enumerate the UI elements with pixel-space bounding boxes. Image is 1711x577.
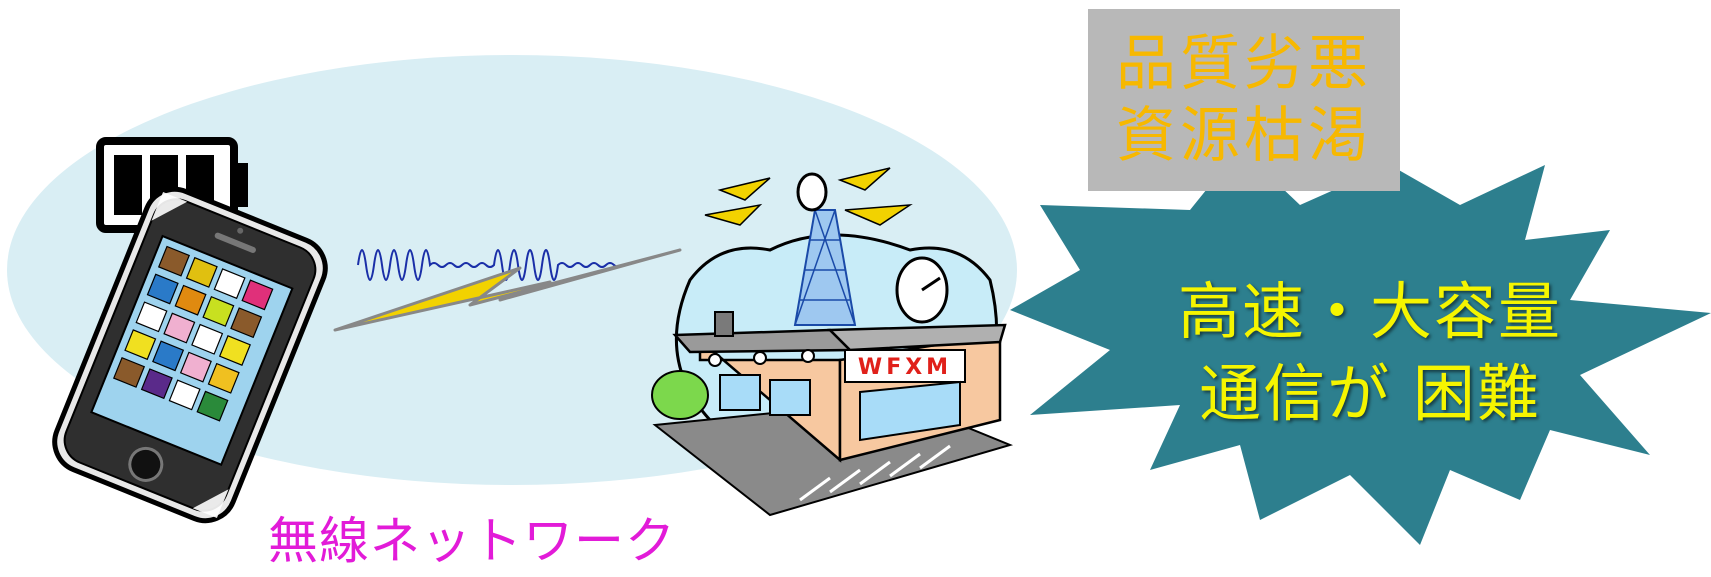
network-label: 無線ネットワーク — [268, 512, 676, 570]
signal-wave-icon — [357, 249, 623, 281]
quality-warning-line-1: 品質劣悪 — [1116, 29, 1372, 99]
quality-warning-line-2: 資源枯渇 — [1116, 101, 1372, 171]
burst-message-line-1: 高速・大容量 — [1177, 275, 1562, 348]
station-sign-text: WFXM — [858, 355, 952, 380]
smartphone-icon — [52, 186, 328, 524]
starburst-shape — [1010, 148, 1711, 545]
burst-message-line-2: 通信が 困難 — [1199, 357, 1541, 430]
radio-station-icon — [651, 167, 1014, 517]
quality-warning-box: 品質劣悪 資源枯渇 — [1088, 9, 1400, 191]
burst-message: 高速・大容量 通信が 困難 — [1120, 268, 1620, 438]
lightning-bolt-icon — [333, 248, 682, 332]
